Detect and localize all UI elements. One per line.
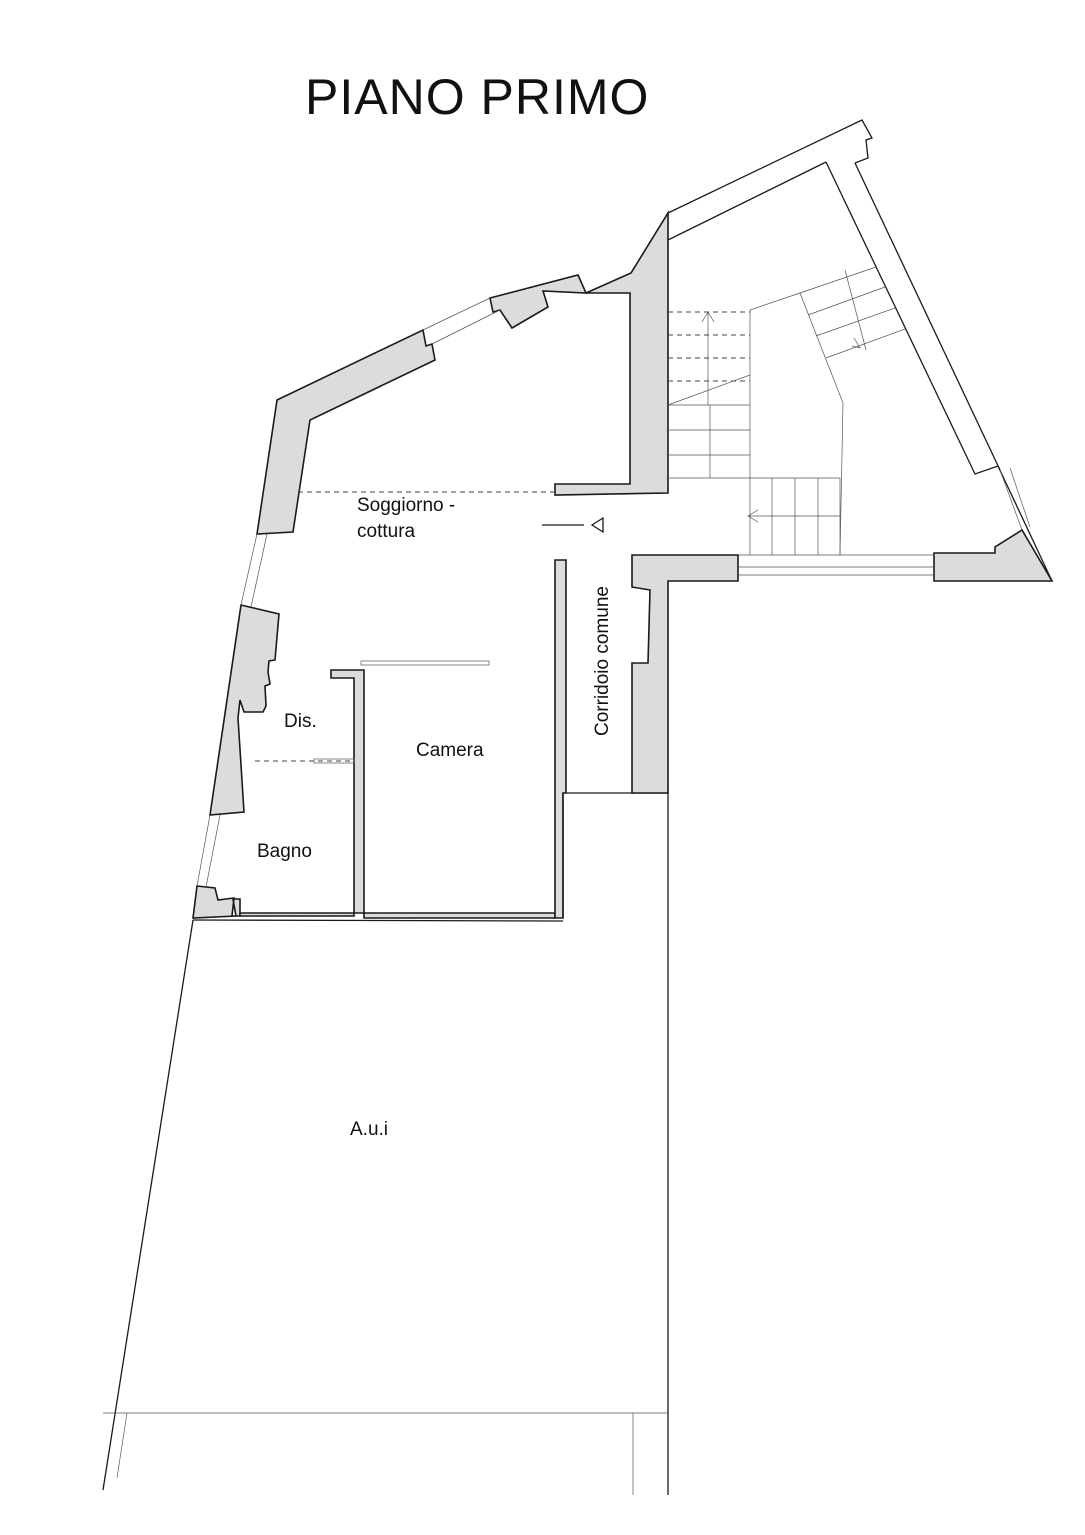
partitions [239, 559, 567, 919]
partition-camera-east [554, 559, 567, 919]
wall-west [209, 604, 280, 816]
wall-stair-southeast [933, 528, 1054, 582]
aui-outline [102, 790, 669, 1495]
label-corridoio: Corridoio comune [592, 586, 613, 736]
wall-northwest [256, 328, 436, 535]
wall-corridoio-east [631, 554, 739, 794]
partition-camera-west [330, 669, 365, 914]
walls [192, 210, 1054, 919]
wall-south [239, 912, 355, 917]
label-bagno: Bagno [257, 841, 312, 862]
label-aui: A.u.i [350, 1119, 388, 1140]
wall-soggiorno-east [554, 210, 669, 496]
plan-title: PIANO PRIMO [305, 69, 649, 125]
wall-camera-south [363, 912, 556, 919]
entrance-marker [542, 516, 604, 534]
outer-lines [192, 297, 564, 922]
wall-southwest-corner [192, 885, 241, 919]
label-camera: Camera [416, 740, 484, 761]
label-dis: Dis. [284, 711, 317, 732]
label-soggiorno-1: Soggiorno - [357, 495, 455, 516]
label-soggiorno-2: cottura [357, 521, 416, 542]
stair-block [667, 119, 1053, 582]
dashed-lines [255, 491, 555, 764]
wall-north-mid [489, 274, 588, 330]
